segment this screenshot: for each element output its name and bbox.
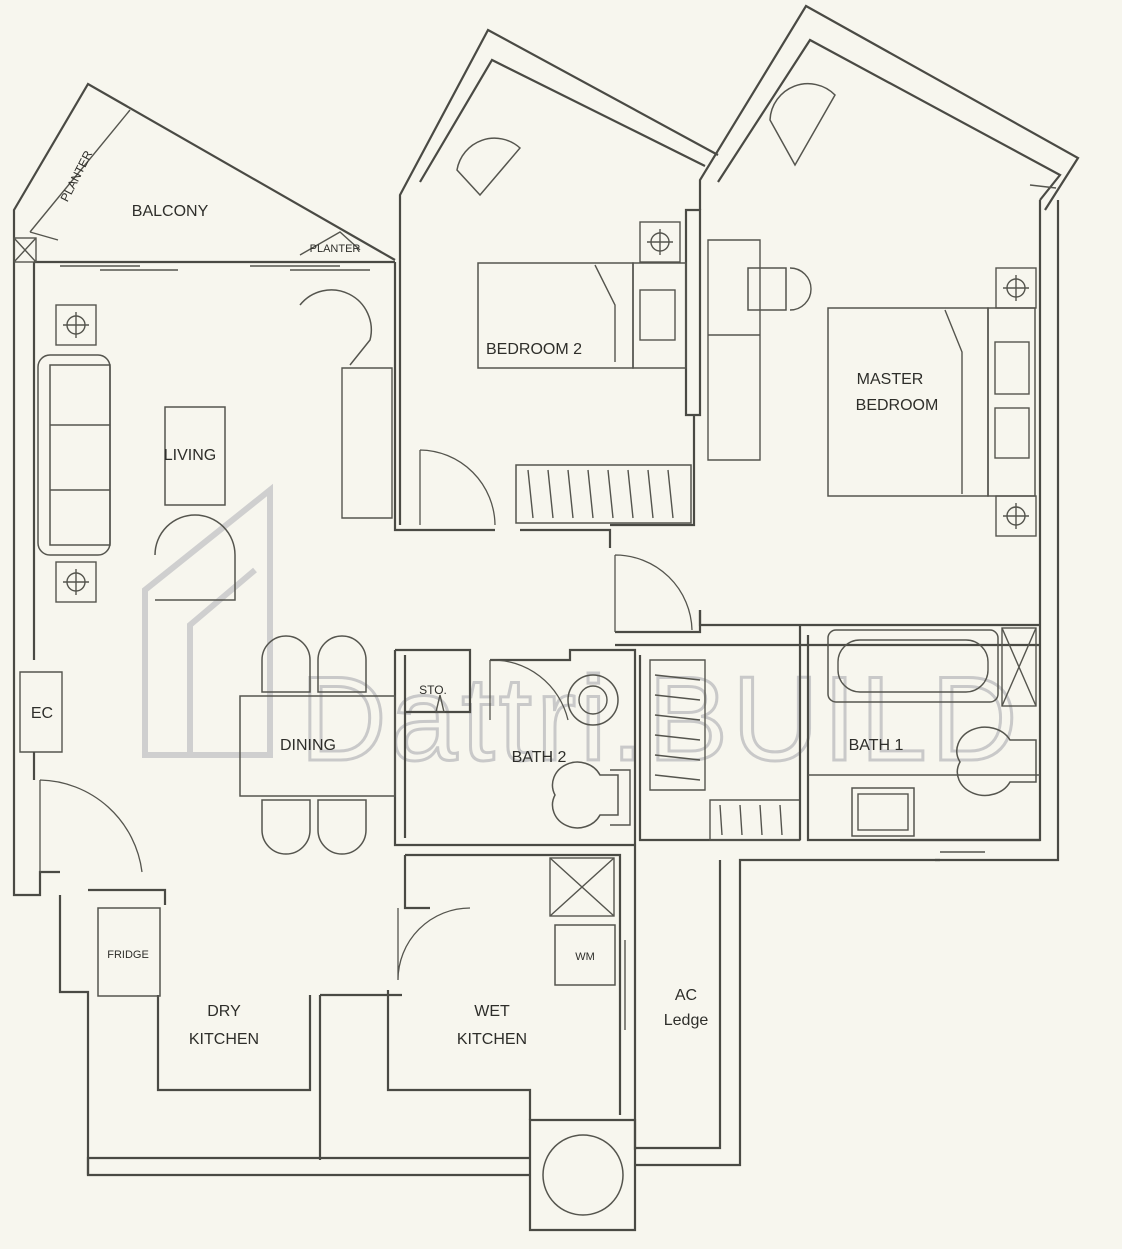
dining-table <box>239 695 396 797</box>
label-planter-left: PLANTER <box>58 148 96 204</box>
label-ac-ledge-line1: AC <box>675 987 697 1004</box>
toilet-icon <box>551 761 619 829</box>
label-balcony: BALCONY <box>132 203 209 220</box>
label-bath2: BATH 2 <box>512 749 567 766</box>
room-labels: BALCONY PLANTER PLANTER LIVING BEDROOM 2… <box>31 148 938 1048</box>
lamp-icon <box>995 267 1037 309</box>
label-master-line2: BEDROOM <box>856 397 939 414</box>
furniture <box>37 82 1037 1216</box>
label-dining: DINING <box>280 737 336 754</box>
basin-icon <box>851 787 915 837</box>
lamp-icon <box>55 304 97 346</box>
lamp-icon <box>55 561 97 603</box>
label-dry-kitchen-line2: KITCHEN <box>189 1031 259 1048</box>
windows <box>60 265 985 853</box>
coffee-table <box>164 406 226 506</box>
wardrobe-bedroom2 <box>515 464 692 524</box>
label-wet-kitchen-line1: WET <box>474 1003 510 1020</box>
label-ac-ledge-line2: Ledge <box>664 1012 709 1029</box>
doors <box>39 449 693 981</box>
label-wet-kitchen-line2: KITCHEN <box>457 1031 527 1048</box>
fridge <box>97 907 161 997</box>
watermark-text: Dattri.BUILD <box>300 652 1021 786</box>
label-store: STO. <box>419 683 447 697</box>
label-bedroom2: BEDROOM 2 <box>486 341 582 358</box>
armchair-north <box>299 289 373 366</box>
ec-box-icon <box>13 237 37 263</box>
toilet-icon <box>956 726 1037 797</box>
label-planter-right: PLANTER <box>310 243 361 255</box>
label-ec: EC <box>31 705 53 722</box>
watermark: Dattri.BUILD <box>142 483 1021 788</box>
label-wm: WM <box>575 951 595 963</box>
washing-machine <box>554 924 616 986</box>
lamp-icon <box>995 495 1037 537</box>
bathtub-icon <box>827 629 999 703</box>
sofa <box>37 354 111 556</box>
label-living: LIVING <box>164 447 216 464</box>
water-heater-icon <box>542 1134 624 1216</box>
label-fridge: FRIDGE <box>107 949 149 961</box>
label-dry-kitchen-line1: DRY <box>207 1003 241 1020</box>
label-bath1: BATH 1 <box>849 737 904 754</box>
outer-walls <box>12 4 1080 1232</box>
label-master-line1: MASTER <box>857 371 924 388</box>
armchair-south <box>154 514 236 601</box>
shower-icon <box>567 674 619 726</box>
lamp-icon <box>639 221 681 263</box>
